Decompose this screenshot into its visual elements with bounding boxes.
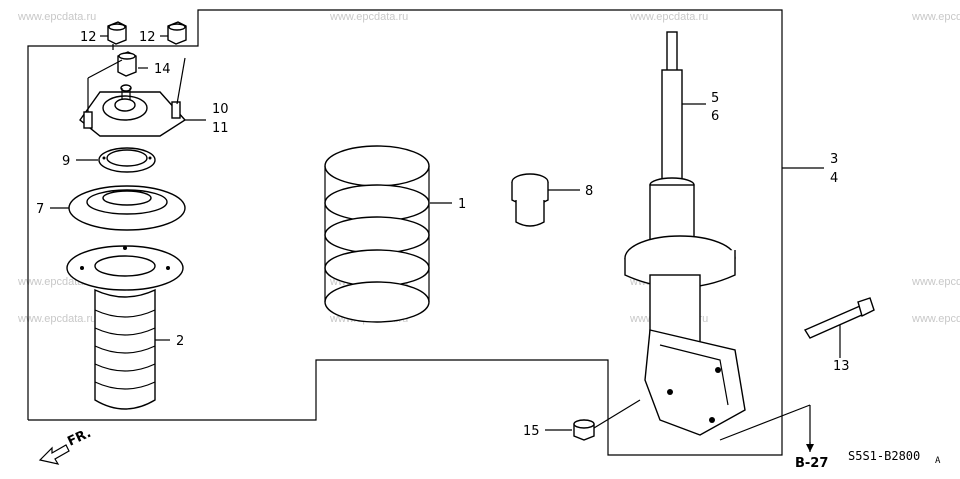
- diagram-code-text: S5S1-B2800: [848, 449, 920, 463]
- callout-2[interactable]: 2: [176, 334, 184, 349]
- front-label: FR.: [65, 426, 93, 450]
- watermark: www.epcdata.ru: [17, 11, 96, 23]
- watermark: www.epcdata.ru: [911, 11, 960, 23]
- callouts: 12 12 14 10 11 9 7 2 1 8 5 6 3 4 13 15: [36, 30, 850, 439]
- callout-15[interactable]: 15: [523, 424, 540, 439]
- callout-13[interactable]: 13: [833, 359, 850, 374]
- watermark: www.epcdata.ru: [911, 276, 960, 288]
- bearing-ring[interactable]: [98, 147, 156, 173]
- spring-seat[interactable]: [68, 185, 186, 231]
- reference-label[interactable]: B-27: [795, 456, 828, 471]
- callout-12b[interactable]: 12: [139, 30, 156, 45]
- assembly-frame: [27, 9, 783, 456]
- strut-assembly[interactable]: [624, 31, 746, 436]
- self-locking-nut-right[interactable]: [167, 21, 187, 45]
- front-arrow: FR.: [38, 426, 94, 465]
- callout-9[interactable]: 9: [62, 154, 70, 169]
- watermark: www.epcdata.ru: [911, 313, 960, 325]
- callout-12a[interactable]: 12: [80, 30, 97, 45]
- callout-11[interactable]: 11: [212, 121, 229, 136]
- callout-10[interactable]: 10: [212, 102, 229, 117]
- callout-7[interactable]: 7: [36, 202, 44, 217]
- diagram-code-suffix: A: [935, 456, 941, 466]
- front-arrow-icon: [38, 444, 70, 465]
- self-locking-nut-left[interactable]: [107, 21, 127, 50]
- callout-4[interactable]: 4: [830, 171, 838, 186]
- strut-bolt[interactable]: [803, 297, 875, 339]
- diagram-code: S5S1-B2800 A: [848, 449, 941, 466]
- callout-3[interactable]: 3: [830, 152, 838, 167]
- dust-boot[interactable]: [66, 245, 184, 410]
- flange-nut[interactable]: [117, 51, 137, 77]
- watermark: www.epcdata.ru: [17, 313, 96, 325]
- coil-spring[interactable]: [324, 145, 430, 323]
- bump-stop[interactable]: [511, 173, 549, 227]
- callout-8[interactable]: 8: [585, 184, 593, 199]
- strut-nut[interactable]: [573, 419, 595, 441]
- callout-6[interactable]: 6: [711, 109, 719, 124]
- reference-link[interactable]: B-27: [795, 442, 828, 471]
- watermark: www.epcdata.ru: [329, 11, 408, 23]
- callout-5[interactable]: 5: [711, 91, 719, 106]
- watermark: www.epcdata.ru: [629, 11, 708, 23]
- mount-base[interactable]: [79, 84, 187, 137]
- callout-14[interactable]: 14: [154, 62, 171, 77]
- callout-1[interactable]: 1: [458, 197, 466, 212]
